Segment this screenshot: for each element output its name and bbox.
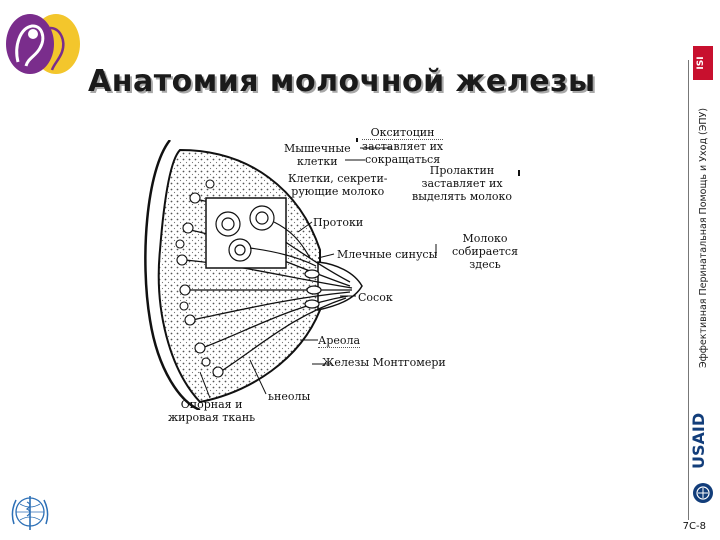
label-milk-collects: Молоко собирается здесь (452, 232, 519, 271)
divider (688, 60, 689, 520)
breast-anatomy-illustration (144, 140, 363, 410)
label-areola: Ареола (318, 334, 361, 348)
mother-child-logo (6, 14, 80, 74)
page-title: Анатомия молочной железы (88, 64, 596, 99)
usaid-logo-text: USAID (690, 413, 708, 469)
label-milk-sinuses: Млечные синусы (337, 248, 438, 261)
label-montgomery-glands: Железы Монтгомери (322, 356, 446, 369)
usaid-logo: USAID (690, 413, 713, 503)
label-secreting-cells: Клетки, секрети- рующие молоко (288, 172, 388, 198)
svg-text:ISI: ISI (696, 56, 706, 69)
label-prolactin: Пролактин заставляет их выделять молоко (412, 164, 513, 203)
label-areolae: ьнеолы (268, 390, 311, 403)
label-muscle-cells: Мышечные клетки (284, 142, 351, 168)
label-oxytocin: Окситоцин заставляет их сокращаться (362, 126, 444, 166)
who-emblem-icon (11, 496, 49, 530)
ipm-logo-icon: ISI (693, 46, 713, 80)
label-supporting-tissue: Опорная и жировая ткань (168, 398, 256, 424)
slide-number: 7С-8 (682, 521, 706, 532)
label-nipple: Сосок (358, 291, 393, 304)
label-ducts: Протоки (313, 216, 364, 229)
